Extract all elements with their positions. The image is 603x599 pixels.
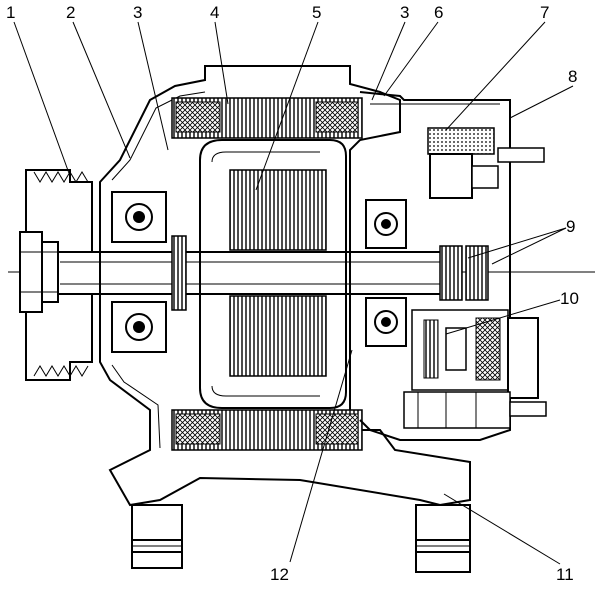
regulator-top: [427, 127, 545, 199]
stator-core-top: [171, 97, 363, 139]
callout-12: 12: [270, 565, 289, 584]
rotor-shaft: [57, 251, 461, 295]
slip-rings: [439, 245, 489, 301]
callout-1: 1: [6, 3, 15, 22]
field-coil: [229, 169, 327, 377]
callout-10: 10: [560, 289, 579, 308]
callout-9: 9: [566, 217, 575, 236]
callout-5: 5: [312, 3, 321, 22]
mounting-foot-left: [131, 504, 183, 569]
callout-labels: 1 2 3 4 5 3 6 7 8 9 10 11 12: [6, 3, 579, 584]
rectifier-pack: [403, 309, 547, 429]
callout-3-rear: 3: [400, 3, 409, 22]
front-bearing: [111, 191, 167, 353]
callout-6: 6: [434, 3, 443, 22]
rotor-claw-poles: [199, 139, 347, 409]
callout-3-front: 3: [133, 3, 142, 22]
callout-8: 8: [568, 67, 577, 86]
pulley: [19, 169, 93, 381]
stator-core-bottom: [171, 409, 363, 451]
fan-collar: [171, 235, 187, 311]
callout-4: 4: [210, 3, 219, 22]
mounting-foot-right: [415, 504, 471, 573]
rear-housing: [359, 91, 511, 441]
callout-2: 2: [66, 3, 75, 22]
rear-bearing: [365, 199, 407, 347]
front-housing: [99, 65, 471, 507]
leader-lines: [13, 21, 574, 565]
callout-7: 7: [540, 3, 549, 22]
callout-11: 11: [556, 565, 574, 584]
